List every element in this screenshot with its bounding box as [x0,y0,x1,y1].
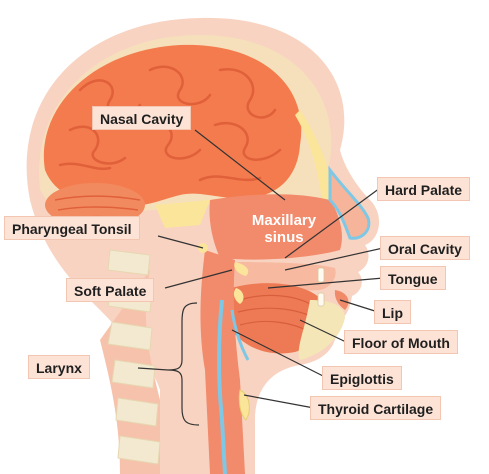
tooth [318,293,324,306]
label-nasal-cavity: Nasal Cavity [92,106,191,130]
label-tongue: Tongue [380,266,446,290]
maxillary-sinus-label-line2: sinus [244,229,324,246]
maxillary-sinus-label-line1: Maxillary [244,212,324,229]
label-lip: Lip [374,300,411,324]
label-larynx: Larynx [28,355,90,379]
label-floor-of-mouth: Floor of Mouth [344,330,458,354]
label-soft-palate: Soft Palate [66,278,154,302]
maxillary-sinus-label: Maxillary sinus [244,212,324,246]
label-pharyngeal-tonsil: Pharyngeal Tonsil [4,216,140,240]
label-oral-cavity: Oral Cavity [380,236,470,260]
label-thyroid-cartilage: Thyroid Cartilage [310,396,441,420]
label-epiglottis: Epiglottis [322,366,402,390]
tooth [318,268,324,282]
label-hard-palate: Hard Palate [377,177,470,201]
